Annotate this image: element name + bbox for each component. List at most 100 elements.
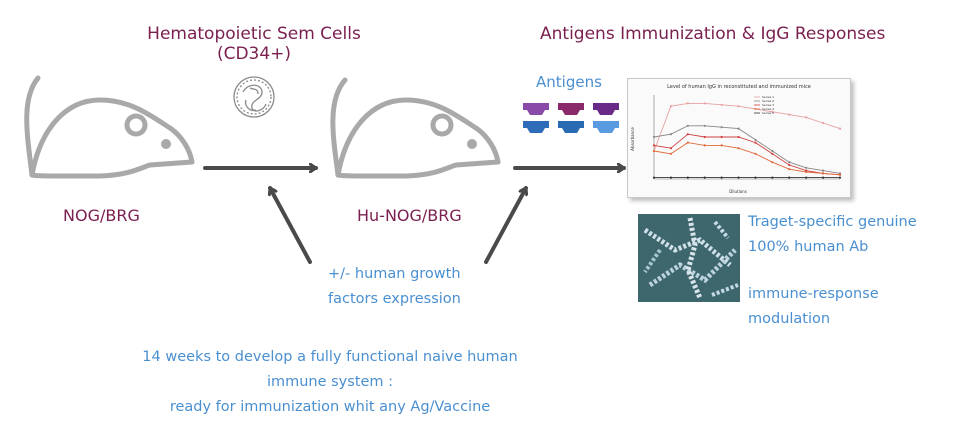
result-antibody-line1: Traget-specific genuine — [748, 214, 917, 230]
chart-y-axis-label: Absorbance — [630, 127, 635, 151]
antibody-micrograph — [638, 214, 740, 302]
mouse-icon-1 — [24, 75, 195, 179]
antigen-icon — [523, 121, 549, 133]
chart-data-point — [737, 176, 740, 179]
stem-cells-title-line2: (CD34+) — [216, 44, 292, 64]
mouse-icon-2 — [330, 77, 501, 179]
timeline-line1: 14 weeks to develop a fully functional n… — [142, 349, 518, 365]
chart-data-point — [686, 124, 689, 127]
chart-data-point — [737, 105, 740, 108]
chart-svg: Level of human IgG in reconstituted and … — [630, 84, 842, 194]
chart-data-point — [788, 113, 791, 116]
chart-data-point — [838, 173, 842, 176]
chart-data-point — [771, 149, 774, 153]
antigen-icons — [523, 103, 619, 133]
chart-legend-entry: Series 3 — [762, 103, 774, 107]
arrow-growth-factors-1 — [270, 186, 312, 264]
chart-series-line — [653, 142, 841, 176]
igg-response-chart: Level of human IgG in reconstituted and … — [627, 78, 851, 198]
chart-data-point — [703, 176, 706, 179]
chart-data-point — [771, 152, 774, 155]
chart-data-point — [821, 176, 825, 179]
chart-series-line — [653, 133, 841, 176]
chart-series-line — [653, 125, 841, 174]
chart-data-point — [686, 133, 689, 136]
chart-data-point — [652, 144, 656, 147]
chart-data-point — [703, 124, 706, 127]
chart-x-axis-label: Dilutions — [729, 189, 747, 194]
immunization-title: Antigens Immunization & IgG Responses — [540, 24, 886, 44]
timeline-line2: immune system : — [266, 374, 394, 390]
growth-factors-note: +/- human growth factors expression — [328, 262, 461, 312]
chart-data-point — [805, 170, 808, 174]
result-modulation-line1: immune-response — [748, 286, 879, 302]
timeline-note: 14 weeks to develop a fully functional n… — [100, 345, 560, 420]
chart-data-point — [703, 102, 706, 105]
chart-data-point — [754, 176, 757, 179]
timeline-line3: ready for immunization whit any Ag/Vacci… — [169, 399, 491, 415]
antigen-icon — [523, 103, 549, 115]
stem-cells-title: Hematopoietic Sem Cells (CD34+) — [120, 24, 388, 64]
chart-data-point — [703, 144, 706, 147]
chart-data-point — [720, 126, 723, 129]
chart-legend-entry: Series 5 — [762, 111, 774, 115]
chart-data-point — [821, 172, 825, 175]
growth-factors-line2: factors expression — [328, 291, 461, 307]
chart-series-line — [653, 102, 841, 152]
antigens-label: Antigens — [536, 73, 602, 91]
chart-data-point — [686, 176, 689, 179]
chart-data-point — [686, 102, 689, 105]
chart-data-point — [669, 176, 673, 179]
chart-legend-entry: Series 4 — [762, 107, 774, 111]
stem-cells-title-line1: Hematopoietic Sem Cells — [147, 24, 361, 44]
chart-data-point — [771, 176, 774, 179]
mouse-label-nog-brg: NOG/BRG — [63, 206, 140, 225]
chart-legend-entry: Series 1 — [762, 95, 774, 99]
growth-factors-line1: +/- human growth — [328, 266, 461, 282]
chart-data-point — [720, 144, 723, 147]
chart-data-point — [788, 163, 791, 167]
antigen-icon — [593, 103, 619, 115]
chart-data-point — [838, 176, 842, 179]
chart-data-point — [737, 147, 740, 150]
chart-legend-entry: Series 2 — [762, 99, 774, 103]
chart-data-point — [788, 176, 791, 179]
arrows — [203, 168, 626, 264]
stem-cell-icon — [233, 76, 275, 118]
result-antibody-line2: 100% human Ab — [748, 239, 869, 255]
chart-data-point — [754, 152, 757, 155]
chart-data-point — [669, 147, 673, 150]
chart-data-point — [669, 105, 673, 108]
chart-data-point — [771, 110, 774, 113]
chart-data-point — [720, 176, 723, 179]
chart-data-point — [838, 127, 842, 130]
chart-data-point — [686, 141, 689, 144]
chart-data-point — [652, 176, 656, 179]
chart-data-point — [669, 133, 673, 136]
chart-data-point — [754, 138, 757, 141]
chart-data-point — [652, 135, 656, 139]
chart-data-point — [771, 161, 774, 164]
chart-data-point — [669, 152, 673, 155]
chart-data-point — [703, 135, 706, 139]
chart-data-point — [652, 149, 656, 153]
chart-data-point — [788, 168, 791, 171]
chart-data-point — [821, 121, 825, 125]
chart-data-point — [805, 176, 808, 179]
result-modulation-line2: modulation — [748, 311, 831, 327]
chart-data-point — [720, 135, 723, 139]
chart-data-point — [737, 127, 740, 130]
result-antibody-note: Traget-specific genuine 100% human Ab — [748, 210, 917, 260]
chart-data-point — [720, 103, 723, 106]
chart-data-point — [805, 116, 808, 119]
mouse-label-hu-nog-brg: Hu-NOG/BRG — [357, 206, 462, 225]
result-modulation-note: immune-response modulation — [748, 282, 879, 332]
chart-data-point — [821, 169, 825, 172]
chart-title: Level of human IgG in reconstituted and … — [667, 84, 811, 90]
chart-data-point — [805, 166, 808, 169]
chart-data-point — [754, 141, 757, 144]
chart-data-point — [737, 135, 740, 139]
arrow-growth-factors-2 — [484, 186, 526, 264]
